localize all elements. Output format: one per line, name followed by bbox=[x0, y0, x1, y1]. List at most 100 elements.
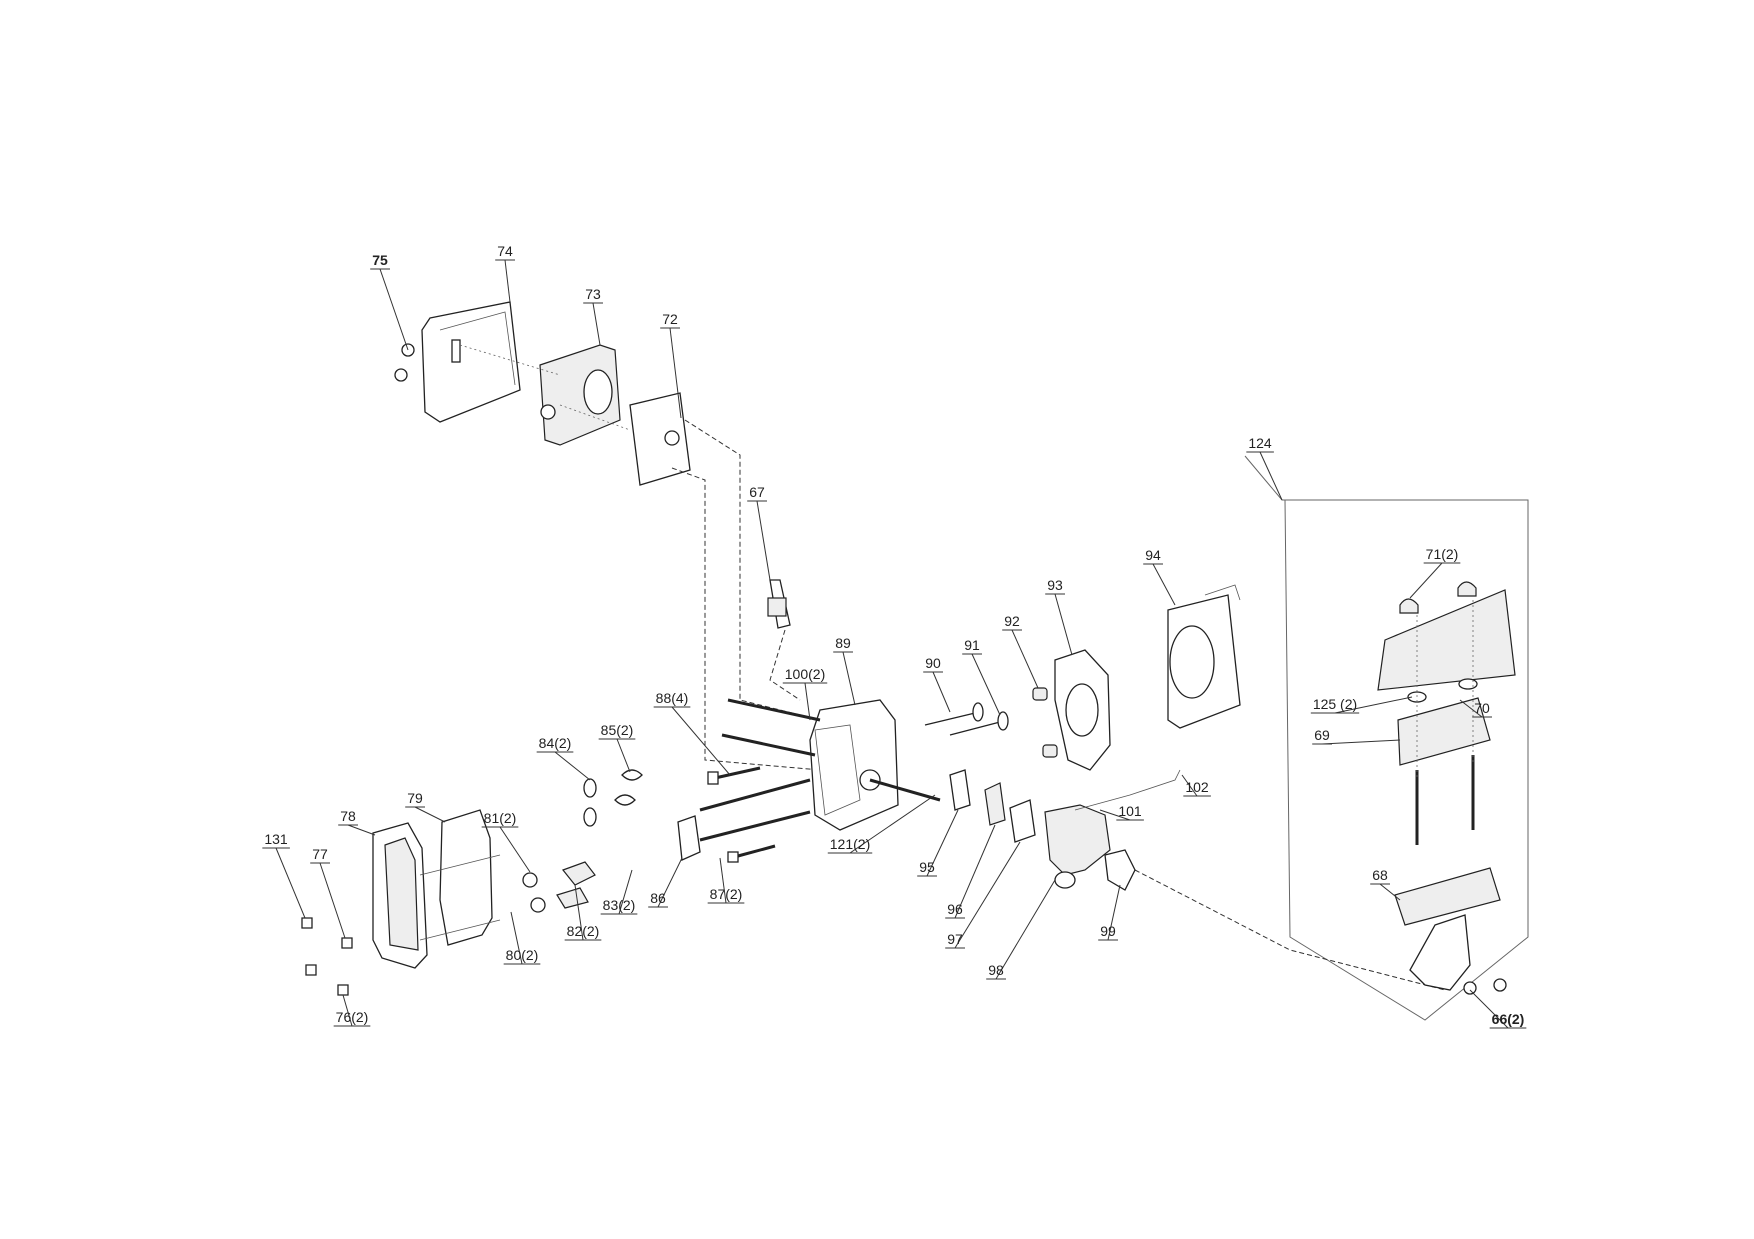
leader-line bbox=[275, 847, 306, 919]
leader-line bbox=[995, 879, 1056, 980]
callout-label: 80(2) bbox=[506, 947, 539, 963]
throttle-cables-101-102 bbox=[1074, 769, 1181, 811]
callout-label: 87(2) bbox=[710, 886, 743, 902]
leader-line bbox=[971, 653, 1001, 716]
callout-label: 68 bbox=[1372, 867, 1388, 883]
leader-line bbox=[932, 671, 951, 713]
callout-label: 76(2) bbox=[336, 1009, 369, 1025]
callout-label: 102 bbox=[1185, 779, 1209, 795]
bolts-131-77-76 bbox=[301, 917, 353, 996]
bracket-99 bbox=[1104, 849, 1136, 891]
callout-label: 67 bbox=[749, 484, 765, 500]
leader-line bbox=[554, 751, 591, 781]
leader-line bbox=[804, 682, 811, 721]
leader-line bbox=[1469, 989, 1509, 1029]
leader-line bbox=[1181, 774, 1198, 797]
callout-labels: 757473726712471(2)949392919089100(2)88(4… bbox=[262, 243, 1527, 1029]
callout-label: 97 bbox=[947, 931, 963, 947]
callout-label: 88(4) bbox=[656, 690, 689, 706]
callout-label: 98 bbox=[988, 962, 1004, 978]
callout-label: 69 bbox=[1314, 727, 1330, 743]
muffler-73 bbox=[539, 344, 621, 446]
leader-line bbox=[1321, 739, 1401, 745]
nuts-75 bbox=[394, 343, 415, 382]
callout-label: 73 bbox=[585, 286, 601, 302]
leader-line bbox=[504, 259, 511, 303]
callout-label: 94 bbox=[1145, 547, 1161, 563]
leader-line bbox=[1459, 699, 1483, 718]
callout-label: 90 bbox=[925, 655, 941, 671]
leader-lines bbox=[275, 259, 1509, 1029]
leader-line bbox=[616, 738, 631, 773]
callout-label: 89 bbox=[835, 635, 851, 651]
callout-label: 93 bbox=[1047, 577, 1063, 593]
callout-label: 84(2) bbox=[539, 735, 572, 751]
leader-line bbox=[379, 268, 409, 351]
callout-label: 81(2) bbox=[484, 810, 517, 826]
callout-label: 125 (2) bbox=[1313, 696, 1357, 712]
rocker-components bbox=[522, 769, 701, 913]
cylinder-head-89 bbox=[809, 699, 899, 831]
callout-label: 83(2) bbox=[603, 897, 636, 913]
leader-line bbox=[669, 327, 682, 419]
leader-line bbox=[592, 302, 601, 346]
leader-line bbox=[1259, 451, 1283, 501]
leader-line bbox=[671, 706, 731, 776]
callout-label: 66(2) bbox=[1492, 1011, 1525, 1027]
callout-label: 75 bbox=[372, 252, 388, 268]
dotted-guide-lines bbox=[419, 344, 1474, 941]
callout-label: 95 bbox=[919, 859, 935, 875]
leader-line bbox=[574, 884, 584, 941]
callout-label: 121(2) bbox=[830, 836, 870, 852]
gaskets-95-96-97 bbox=[949, 769, 1036, 843]
callout-label: 86 bbox=[650, 890, 666, 906]
callout-label: 71(2) bbox=[1426, 546, 1459, 562]
guides-92 bbox=[1032, 687, 1058, 758]
leader-line bbox=[926, 809, 959, 877]
callout-label: 131 bbox=[264, 831, 288, 847]
gasket-93 bbox=[1054, 649, 1111, 771]
callout-label: 91 bbox=[964, 637, 980, 653]
leader-line bbox=[347, 824, 376, 836]
callout-label: 96 bbox=[947, 901, 963, 917]
leader-line bbox=[319, 862, 346, 939]
leader-line bbox=[414, 806, 446, 823]
leader-line bbox=[657, 857, 683, 908]
valves-90-91 bbox=[924, 702, 1009, 736]
leader-line bbox=[342, 994, 353, 1027]
leader-line bbox=[499, 826, 531, 873]
leader-line bbox=[849, 794, 936, 854]
leader-line bbox=[842, 651, 856, 706]
callout-label: 79 bbox=[407, 790, 423, 806]
cylinder-94 bbox=[1167, 584, 1241, 729]
leader-line bbox=[1011, 629, 1039, 689]
callout-label: 70 bbox=[1474, 700, 1490, 716]
leader-line bbox=[510, 911, 523, 965]
valve-cover-78 bbox=[372, 822, 428, 969]
callout-label: 101 bbox=[1118, 803, 1142, 819]
leader-line bbox=[618, 869, 633, 915]
leader-line bbox=[719, 857, 727, 904]
leader-line bbox=[1054, 593, 1073, 656]
callout-label: 82(2) bbox=[567, 923, 600, 939]
assembly-124-parts bbox=[1377, 581, 1516, 995]
leader-line bbox=[1409, 562, 1443, 599]
callout-label: 77 bbox=[312, 846, 328, 862]
callout-label: 72 bbox=[662, 311, 678, 327]
callout-label: 100(2) bbox=[785, 666, 825, 682]
dashed-guides bbox=[671, 419, 1446, 991]
leader-line bbox=[1107, 884, 1121, 941]
muffler-guard-74 bbox=[421, 301, 521, 423]
leader-line bbox=[1152, 563, 1176, 606]
leader-line bbox=[1379, 883, 1401, 901]
leader-line bbox=[954, 841, 1021, 949]
gasket-79 bbox=[439, 809, 493, 946]
callout-label: 85(2) bbox=[601, 722, 634, 738]
carburetor-98 bbox=[1044, 804, 1111, 889]
callout-label: 99 bbox=[1100, 923, 1116, 939]
callout-label: 74 bbox=[497, 243, 513, 259]
gasket-72 bbox=[629, 392, 691, 486]
spark-plug-67 bbox=[767, 579, 791, 629]
leader-line bbox=[1099, 809, 1131, 821]
